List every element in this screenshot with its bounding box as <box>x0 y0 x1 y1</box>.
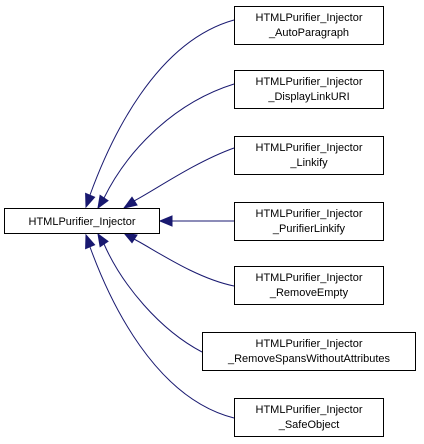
child-label-line2: _Linkify <box>289 157 328 169</box>
child-label-line1: HTMLPurifier_Injector <box>256 272 363 284</box>
child-label-line2: _RemoveSpansWithoutAttributes <box>227 353 391 365</box>
edge-displaylinkuri <box>103 83 235 199</box>
arrowhead-removespans <box>97 232 109 248</box>
child-node-purifierlinkify[interactable]: HTMLPurifier_Injector _PurifierLinkify <box>234 202 384 241</box>
child-node-displaylinkuri[interactable]: HTMLPurifier_Injector _DisplayLinkURI <box>234 70 384 109</box>
child-label-line2: _RemoveEmpty <box>269 287 349 299</box>
child-label-line1: HTMLPurifier_Injector <box>256 338 363 350</box>
child-label-line1: HTMLPurifier_Injector <box>256 12 363 24</box>
edges <box>85 19 235 419</box>
arrowhead-autoparagraph <box>85 192 96 209</box>
arrowhead-displaylinkuri <box>97 194 109 210</box>
child-node-removespanswithoutattributes[interactable]: HTMLPurifier_Injector _RemoveSpansWithou… <box>202 332 416 371</box>
child-node-removeempty[interactable]: HTMLPurifier_Injector _RemoveEmpty <box>234 266 384 305</box>
arrowhead-purifierlinkify <box>158 215 173 227</box>
base-class-node[interactable]: HTMLPurifier_Injector <box>4 208 160 234</box>
child-label-line2: _DisplayLinkURI <box>267 91 349 103</box>
edge-linkify <box>133 147 235 202</box>
arrowhead-safeobject <box>85 233 96 250</box>
child-label-line2: _SafeObject <box>278 419 340 431</box>
child-label-line2: _PurifierLinkify <box>272 223 346 235</box>
edge-removespans <box>103 243 203 353</box>
edge-safeobject <box>89 246 235 419</box>
arrowhead-removeempty <box>122 232 138 244</box>
child-label-line2: _AutoParagraph <box>268 27 349 39</box>
base-class-label: HTMLPurifier_Injector <box>29 216 136 228</box>
child-label-line1: HTMLPurifier_Injector <box>256 76 363 88</box>
child-node-autoparagraph[interactable]: HTMLPurifier_Injector _AutoParagraph <box>234 6 384 45</box>
child-label-line1: HTMLPurifier_Injector <box>256 208 363 220</box>
edge-removeempty <box>133 238 235 287</box>
child-label-line1: HTMLPurifier_Injector <box>256 142 363 154</box>
child-label-line1: HTMLPurifier_Injector <box>256 404 363 416</box>
edge-autoparagraph <box>89 19 235 196</box>
child-node-safeobject[interactable]: HTMLPurifier_Injector _SafeObject <box>234 398 384 437</box>
child-node-linkify[interactable]: HTMLPurifier_Injector _Linkify <box>234 136 384 175</box>
arrowhead-linkify <box>122 196 138 209</box>
